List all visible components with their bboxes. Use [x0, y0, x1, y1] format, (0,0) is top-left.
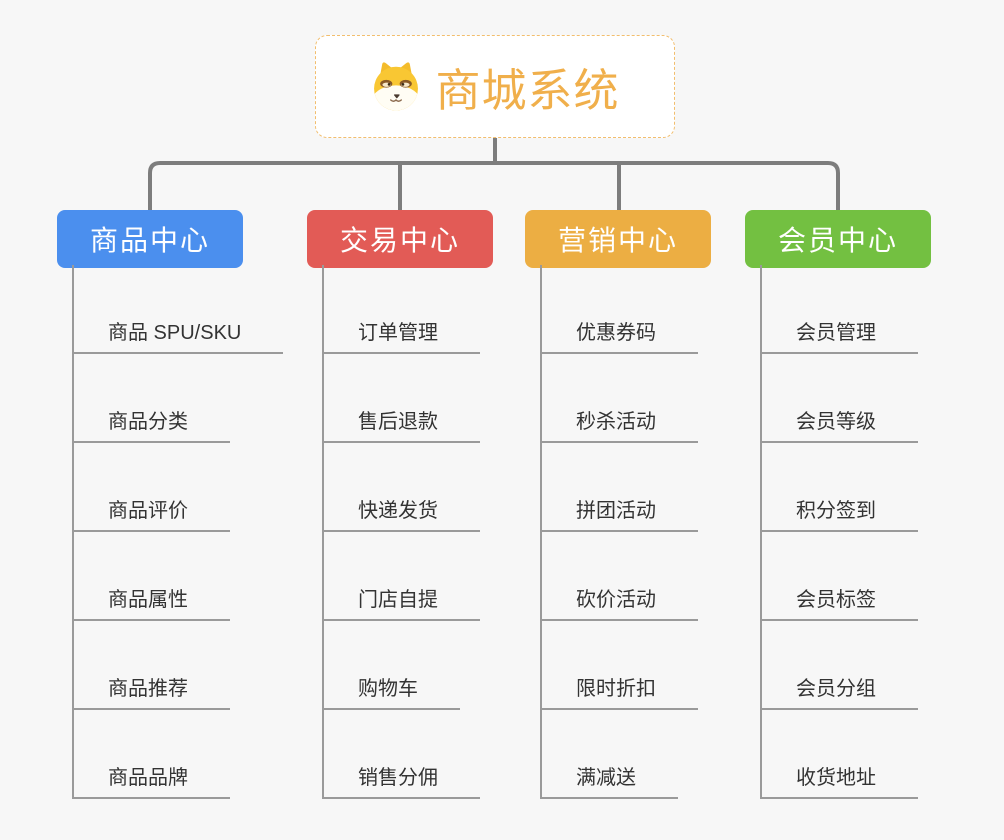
leaf-node: 满减送: [542, 710, 698, 799]
leaf-node: 会员标签: [762, 532, 918, 621]
leaf-node-label[interactable]: 积分签到: [762, 494, 918, 532]
leaf-node: 商品品牌: [74, 710, 283, 799]
leaf-node-label[interactable]: 购物车: [324, 672, 460, 710]
branch-children-1: 商品 SPU/SKU 商品分类商品评价商品属性商品推荐商品品牌: [72, 265, 284, 799]
leaf-node-label[interactable]: 会员分组: [762, 672, 918, 710]
branch-children-3: 优惠券码秒杀活动拼团活动砍价活动限时折扣满减送: [540, 265, 698, 799]
leaf-node: 砍价活动: [542, 532, 698, 621]
leaf-node-label[interactable]: 拼团活动: [542, 494, 698, 532]
root-title: 商城系统: [435, 65, 620, 116]
leaf-node-label[interactable]: 秒杀活动: [542, 405, 698, 443]
branch-node-2[interactable]: 交易中心: [307, 210, 493, 268]
leaf-node: 商品评价: [74, 443, 283, 532]
leaf-node-label[interactable]: 砍价活动: [542, 583, 698, 621]
leaf-node: 购物车: [324, 621, 480, 710]
leaf-node-label[interactable]: 门店自提: [324, 583, 480, 621]
leaf-node-label[interactable]: 满减送: [542, 761, 678, 799]
leaf-node: 售后退款: [324, 354, 480, 443]
leaf-node-label[interactable]: 快递发货: [324, 494, 480, 532]
leaf-node: 门店自提: [324, 532, 480, 621]
branch-node-4[interactable]: 会员中心: [745, 210, 931, 268]
leaf-node: 订单管理: [324, 265, 480, 354]
dog-face-icon: [374, 61, 419, 111]
leaf-node-label[interactable]: 优惠券码: [542, 316, 698, 354]
leaf-node: 积分签到: [762, 443, 918, 532]
leaf-node-label[interactable]: 会员管理: [762, 316, 918, 354]
leaf-node-label[interactable]: 商品评价: [74, 494, 230, 532]
leaf-node: 优惠券码: [542, 265, 698, 354]
leaf-node: 商品推荐: [74, 621, 283, 710]
leaf-node: 商品 SPU/SKU: [74, 265, 284, 354]
leaf-node-label[interactable]: 会员标签: [762, 583, 918, 621]
branch-children-2: 订单管理售后退款快递发货门店自提购物车销售分佣: [322, 265, 480, 799]
leaf-node-label[interactable]: 售后退款: [324, 405, 480, 443]
leaf-node: 商品分类: [74, 354, 283, 443]
leaf-node-label[interactable]: 商品推荐: [74, 672, 230, 710]
leaf-node: 拼团活动: [542, 443, 698, 532]
leaf-node-label[interactable]: 商品 SPU/SKU: [74, 316, 284, 354]
leaf-node-label[interactable]: 收货地址: [762, 761, 918, 799]
leaf-node: 会员分组: [762, 621, 918, 710]
leaf-node: 销售分佣: [324, 710, 480, 799]
branch-node-3[interactable]: 营销中心: [525, 210, 711, 268]
leaf-node: 收货地址: [762, 710, 918, 799]
leaf-node-label[interactable]: 订单管理: [324, 316, 480, 354]
leaf-node-label[interactable]: 商品属性: [74, 583, 230, 621]
leaf-node-label[interactable]: 商品品牌: [74, 761, 230, 799]
leaf-node-label[interactable]: 会员等级: [762, 405, 918, 443]
root-node[interactable]: 商城系统: [315, 35, 675, 138]
leaf-node-label[interactable]: 商品分类: [74, 405, 230, 443]
leaf-node: 商品属性: [74, 532, 283, 621]
leaf-node: 限时折扣: [542, 621, 698, 710]
leaf-node: 会员等级: [762, 354, 918, 443]
leaf-node-label[interactable]: 限时折扣: [542, 672, 698, 710]
leaf-node: 秒杀活动: [542, 354, 698, 443]
branch-node-1[interactable]: 商品中心: [57, 210, 243, 268]
leaf-node-label[interactable]: 销售分佣: [324, 761, 480, 799]
leaf-node: 会员管理: [762, 265, 918, 354]
branch-children-4: 会员管理会员等级积分签到会员标签会员分组收货地址: [760, 265, 918, 799]
leaf-node: 快递发货: [324, 443, 480, 532]
